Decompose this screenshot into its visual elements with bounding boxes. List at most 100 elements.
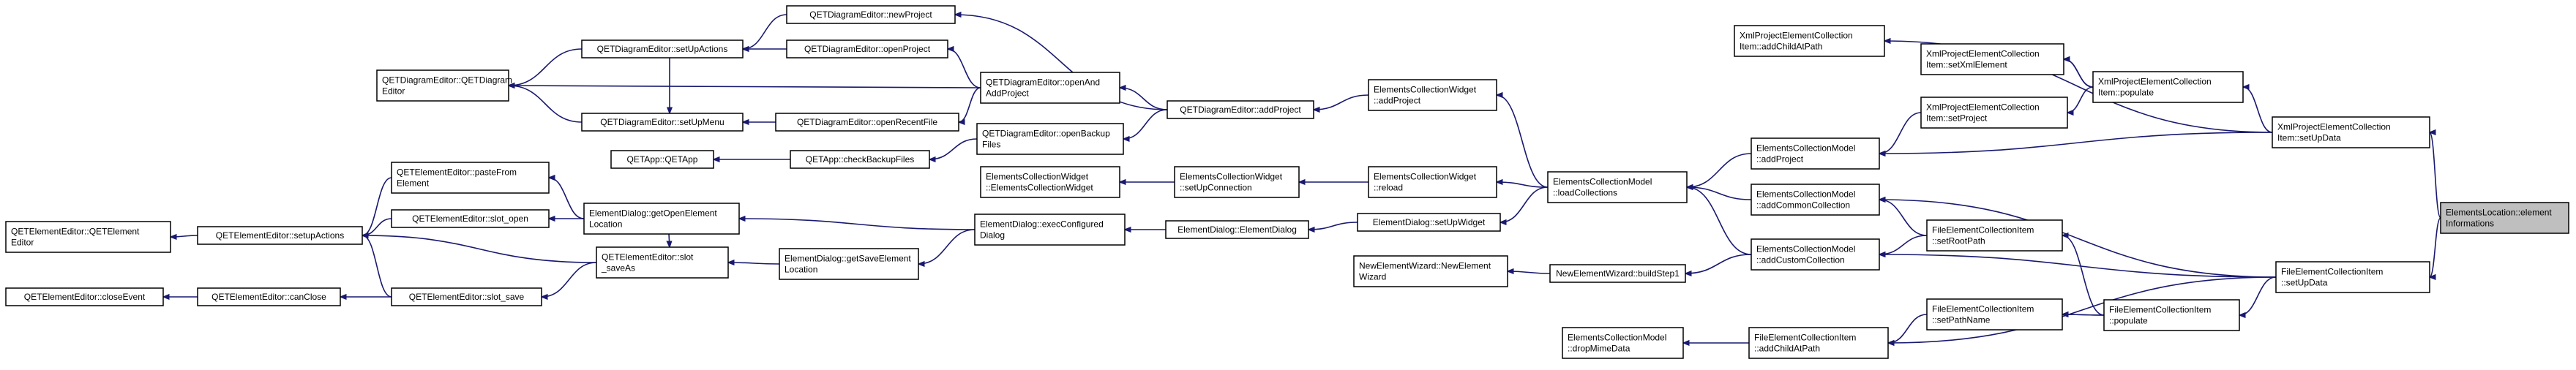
node-qetapp-checkbackupfiles[interactable]: QETApp::checkBackupFiles [790, 150, 930, 169]
node-box [1751, 184, 1880, 216]
node-label-line: ::addChildAtPath [1754, 344, 1820, 354]
node-xmlprojectelementcollectionitem-addchildatpath[interactable]: XmlProjectElementCollectionItem::addChil… [1734, 25, 1885, 57]
node-qetdiagrameditor-addproject[interactable]: QETDiagramEditor::addProject [1167, 100, 1314, 119]
node-label-line: ::setUpData [2281, 278, 2328, 288]
node-qetdiagrameditor-setupactions[interactable]: QETDiagramEditor::setUpActions [581, 39, 744, 58]
edge-n32-n45 [1879, 254, 2277, 278]
node-qetdiagrameditor-qetdiagrameditor[interactable]: QETDiagramEditor::QETDiagramEditor [376, 69, 512, 102]
node-elementscollectionmodel-dropmimedata[interactable]: ElementsCollectionModel::dropMimeData [1562, 327, 1684, 359]
node-qetelementeditor-slot-open[interactable]: QETElementEditor::slot_open [391, 209, 550, 228]
node-xmlprojectelementcollectionitem-setxmlelement[interactable]: XmlProjectElementCollectionItem::setXmlE… [1920, 43, 2064, 75]
node-label-line: ::setUpConnection [1180, 183, 1252, 193]
node-elementscollectionmodel-addcustomcollection[interactable]: ElementsCollectionModel::addCustomCollec… [1751, 238, 1880, 271]
node-label-line: ::loadCollections [1553, 188, 1617, 198]
node-qetelementeditor-slot-saveas[interactable]: QETElementEditor::slot_saveAs [596, 246, 729, 279]
node-elementscollectionmodel-addproject[interactable]: ElementsCollectionModel::addProject [1751, 137, 1880, 170]
node-box [1562, 327, 1684, 359]
edge-n11-n9 [929, 138, 978, 159]
node-label-line: XmlProjectElementCollection [1740, 31, 1853, 41]
edge-n8-n12 [1314, 94, 1369, 110]
node-fileelementcollectionitem-setupdata[interactable]: FileElementCollectionItem::setUpData [2275, 261, 2430, 293]
node-qetapp-qetapp[interactable]: QETApp::QETApp [610, 150, 714, 169]
edge-n44-n45 [2239, 276, 2277, 315]
node-box [790, 150, 930, 169]
node-fileelementcollectionitem-populate[interactable]: FileElementCollectionItem::populate [2103, 299, 2240, 331]
node-qetdiagrameditor-openproject[interactable]: QETDiagramEditor::openProject [786, 39, 948, 58]
node-xmlprojectelementcollectionitem-populate[interactable]: XmlProjectElementCollectionItem::populat… [2092, 71, 2244, 103]
node-xmlprojectelementcollectionitem-setupdata[interactable]: XmlProjectElementCollectionItem::setUpDa… [2272, 116, 2430, 148]
node-elementdialog-elementdialog[interactable]: ElementDialog::ElementDialog [1165, 220, 1309, 239]
node-label-line: ElementsCollectionWidget [1374, 172, 1477, 182]
node-elementscollectionwidget-reload[interactable]: ElementsCollectionWidget::reload [1368, 166, 1497, 198]
node-fileelementcollectionitem-addchildatpath[interactable]: FileElementCollectionItem::addChildAtPat… [1748, 327, 1889, 359]
node-xmlprojectelementcollectionitem-setproject[interactable]: XmlProjectElementCollectionItem::setProj… [1920, 97, 2068, 129]
node-box [197, 287, 341, 306]
node-box [2275, 261, 2430, 293]
node-qetdiagrameditor-newproject[interactable]: QETDiagramEditor::newProject [786, 5, 956, 24]
edge-n31-n45 [1879, 200, 2277, 278]
node-box [1167, 100, 1314, 119]
node-box [1748, 327, 1889, 359]
edge-n30-n41 [1879, 132, 2273, 154]
node-label-line: QETApp::QETApp [627, 154, 698, 165]
edge-n24-n20 [669, 233, 670, 247]
edge-n4-n2 [509, 48, 583, 86]
node-box [1926, 219, 2063, 252]
node-box [1174, 166, 1300, 198]
node-elementdialog-setupwidget[interactable]: ElementDialog::setUpWidget [1357, 213, 1501, 232]
node-box [2272, 116, 2430, 148]
node-label-line: QETElementEditor::slot [602, 252, 694, 263]
edge-n4-n5 [509, 86, 981, 88]
node-qetelementeditor-qetelementeditor[interactable]: QETElementEditor::QETElementEditor [5, 221, 171, 253]
node-box [1353, 255, 1508, 287]
node-qetdiagrameditor-setupmenu[interactable]: QETDiagramEditor::setUpMenu [581, 113, 744, 132]
node-label-line: ::addProject [1374, 96, 1421, 106]
node-elementscollectionwidget-elementscollectionwidget[interactable]: ElementsCollectionWidget::ElementsCollec… [980, 166, 1120, 198]
node-fileelementcollectionitem-setrootpath[interactable]: FileElementCollectionItem::setRootPath [1926, 219, 2063, 252]
node-qetelementeditor-setupactions[interactable]: QETElementEditor::setupActions [197, 226, 363, 245]
node-label-line: XmlProjectElementCollection [1926, 102, 2040, 113]
edge-n36-n45 [1888, 276, 2277, 343]
node-label-line: QETElementEditor::canClose [211, 292, 326, 302]
node-label-line: Wizard [1359, 272, 1386, 282]
node-label-line: FileElementCollectionItem [1754, 333, 1856, 343]
node-box [980, 166, 1120, 198]
node-newelementwizard-newelementwizard[interactable]: NewElementWizard::NewElementWizard [1353, 255, 1508, 287]
node-label-line: ::addCommonCollection [1756, 200, 1850, 211]
edge-n36-n43 [1888, 314, 1928, 343]
node-label-line: QETDiagramEditor::newProject [809, 10, 932, 20]
node-newelementwizard-buildstep1[interactable]: NewElementWizard::buildStep1 [1549, 264, 1686, 283]
edge-n18-n19 [171, 235, 198, 237]
node-box [2103, 299, 2240, 331]
edge-n31-n42 [1879, 200, 1928, 236]
edge-n2-n1 [743, 14, 787, 49]
node-elementscollectionwidget-addproject[interactable]: ElementsCollectionWidget::addProject [1368, 79, 1497, 111]
edge-n5-n8 [1120, 88, 1168, 110]
edge-n45-n46 [2429, 217, 2441, 277]
edge-n41-n46 [2429, 132, 2441, 219]
node-label-line: ElementsCollectionModel [1756, 143, 1855, 154]
node-label-line: QETElementEditor::slot_save [409, 292, 525, 302]
node-elementscollectionwidget-setupconnection[interactable]: ElementsCollectionWidget::setUpConnectio… [1174, 166, 1300, 198]
node-box [2092, 71, 2244, 103]
node-qetelementeditor-canclose[interactable]: QETElementEditor::canClose [197, 287, 341, 306]
node-label-line: ElementsCollectionModel [1553, 177, 1652, 187]
node-elementscollectionmodel-addcommoncollection[interactable]: ElementsCollectionModel::addCommonCollec… [1751, 184, 1880, 216]
edge-n22-n23 [1308, 222, 1358, 230]
edge-n3-n5 [948, 49, 981, 88]
node-elementscollectionmodel-loadcollections[interactable]: ElementsCollectionModel::loadCollections [1547, 171, 1688, 203]
node-label-line: QETDiagramEditor::openRecentFile [797, 117, 937, 127]
node-qetelementeditor-closeevent[interactable]: QETElementEditor::closeEvent [5, 287, 164, 306]
node-qetdiagrameditor-openrecentfile[interactable]: QETDiagramEditor::openRecentFile [775, 113, 959, 132]
node-qetelementeditor-slot-save[interactable]: QETElementEditor::slot_save [391, 287, 542, 306]
node-box [610, 150, 714, 169]
node-fileelementcollectionitem-setpathname[interactable]: FileElementCollectionItem::setPathName [1926, 298, 2063, 331]
